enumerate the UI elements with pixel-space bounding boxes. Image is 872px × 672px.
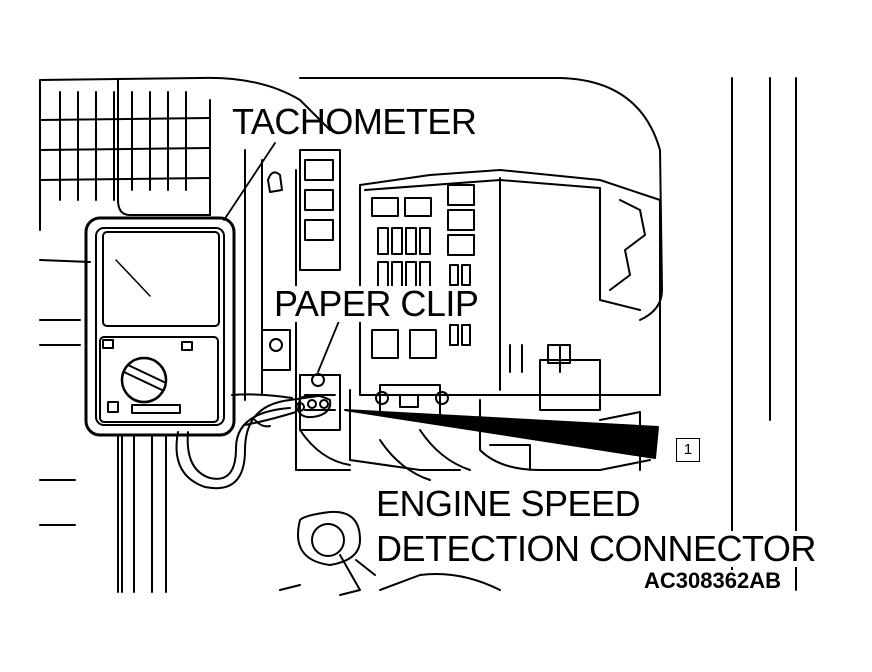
connector-label-line1: ENGINE SPEED [374,483,643,524]
tachometer-label: TACHOMETER [232,101,477,142]
tachometer-device [84,216,236,437]
tachometer-cables [117,393,332,593]
tachometer-leader-line [223,142,276,221]
figure-code: AC308362AB [644,568,781,593]
connector-pointer [344,409,659,459]
callout-number-box: 1 [676,438,700,462]
connector-label-line2: DETECTION CONNECTOR [374,528,818,569]
paper-clip-leader-line [317,320,340,373]
leader-lines [223,142,340,373]
paper-clip-label: PAPER CLIP [272,283,481,324]
engine-bay-background [39,76,797,596]
